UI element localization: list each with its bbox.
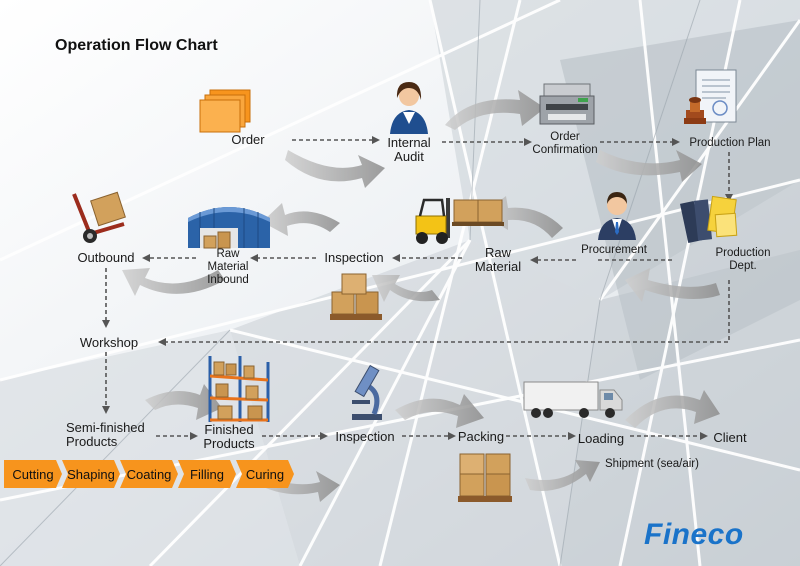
node-inspection-final: Inspection [335, 429, 395, 444]
node-inspection-incoming: Inspection [324, 250, 384, 265]
hand-truck-icon [72, 191, 126, 243]
boxes-pallet-icon [330, 273, 382, 320]
node-outbound: Outbound [77, 250, 135, 265]
process-step-cutting: Cutting [4, 460, 62, 488]
node-order: Order [231, 132, 265, 147]
printer-icon [539, 83, 595, 125]
process-step-label: Shaping [67, 466, 115, 482]
node-procurement: Procurement [581, 244, 647, 256]
boxes-pallet-icon [458, 453, 512, 502]
chart-title: Operation Flow Chart [55, 37, 218, 54]
document-stack-icon [199, 89, 251, 133]
node-order-confirmation: Order Confirmation [532, 131, 598, 156]
process-step-label: Filling [190, 466, 224, 482]
process-step-shaping: Shaping [62, 460, 120, 488]
node-packing: Packing [457, 429, 505, 444]
truck-icon [523, 381, 623, 418]
warehouse-icon [188, 207, 270, 249]
process-step-label: Curing [245, 466, 285, 482]
node-production-plan: Production Plan [689, 137, 771, 149]
node-loading: Loading [577, 431, 625, 446]
process-step-label: Cutting [12, 466, 54, 482]
businessman-icon [598, 192, 636, 240]
certificate-icon [684, 69, 737, 124]
node-internal-audit: Internal Audit [387, 135, 431, 164]
node-production-dept: Production Dept. [715, 247, 771, 272]
forklift-icon [415, 198, 504, 244]
node-workshop: Workshop [79, 335, 139, 350]
node-semi-finished-products: Semi-finished Products [66, 420, 145, 449]
process-step-coating: Coating [120, 460, 178, 488]
brand-logo: Fineco [644, 518, 744, 551]
businesswoman-icon [390, 82, 428, 134]
process-step-label: Coating [126, 466, 172, 482]
microscope-icon [352, 364, 382, 420]
node-finished-products: Finished Products [203, 422, 255, 451]
binders-icon [680, 195, 738, 244]
process-step-filling: Filling [178, 460, 236, 488]
node-raw-material: Raw Material [474, 245, 522, 274]
node-client: Client [713, 430, 747, 445]
shelving-rack-icon [208, 356, 270, 422]
node-shipment: Shipment (sea/air) [605, 458, 699, 470]
node-raw-material-inbound: Raw Material Inbound [207, 248, 249, 286]
process-step-curing: Curing [236, 460, 294, 488]
